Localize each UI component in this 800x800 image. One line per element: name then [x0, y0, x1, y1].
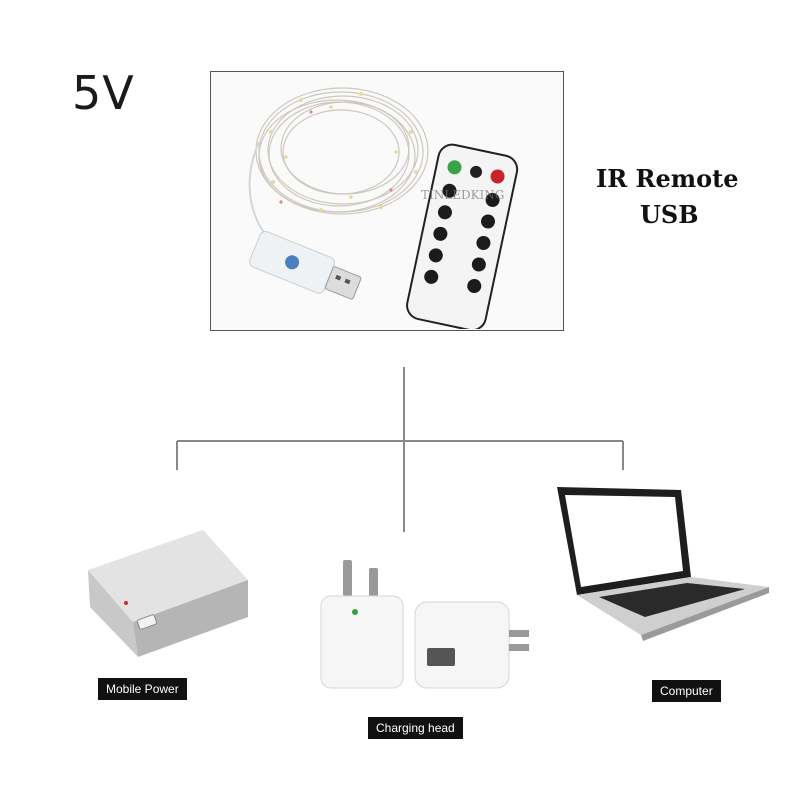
laptop-icon [557, 487, 769, 641]
feature-usb: USB [640, 200, 699, 229]
product-image-frame: TINLEDKING [210, 71, 564, 332]
usb-charger-icon [320, 560, 529, 689]
power-bank-icon [88, 530, 248, 657]
voltage-label: 5V [72, 66, 135, 120]
watermark-text: TINLEDKING [421, 188, 504, 202]
label-mobile-power: Mobile Power [98, 678, 187, 700]
feature-ir-remote: IR Remote [596, 164, 739, 193]
fairy-light-usb-remote-image: TINLEDKING [248, 87, 519, 332]
label-computer: Computer [652, 680, 721, 702]
label-charging-head: Charging head [368, 717, 463, 739]
